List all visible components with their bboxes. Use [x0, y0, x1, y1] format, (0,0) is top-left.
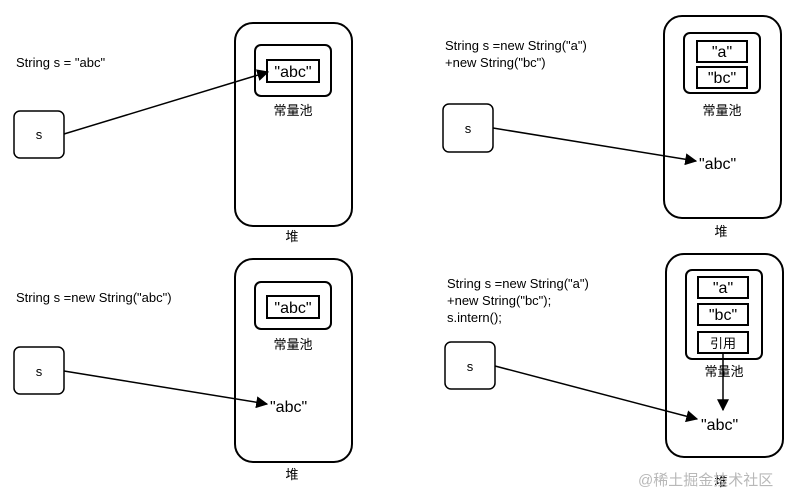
panel-top-left: String s = "abc" s "abc" 常量池 堆	[13, 22, 353, 244]
pool-item	[696, 40, 748, 63]
variable-label: s	[36, 127, 43, 142]
constant-pool-box	[685, 269, 763, 360]
heap-object-label: "abc"	[270, 399, 307, 416]
watermark-text: @稀土掘金技术社区	[638, 472, 773, 489]
constant-pool-box	[683, 32, 761, 94]
heap-object-label: "abc"	[699, 156, 736, 173]
code-line: +new String("bc")	[445, 55, 546, 70]
heap-label: 堆	[714, 474, 727, 489]
heap-box	[665, 253, 784, 458]
pool-item-label: 引用	[710, 336, 736, 351]
panel-bottom-left: String s =new String("abc") s "abc" 常量池 …	[13, 258, 353, 482]
variable-label: s	[36, 364, 43, 379]
pool-item-label: "a"	[712, 44, 732, 61]
code-line: String s = "abc"	[16, 55, 105, 70]
variable-box	[13, 110, 65, 159]
reference-arrow	[63, 69, 270, 135]
pool-item	[696, 66, 748, 89]
heap-label: 堆	[285, 229, 298, 244]
constant-pool-label: 常量池	[704, 364, 743, 379]
code-line: +new String("bc");	[447, 293, 551, 308]
code-line: s.intern();	[447, 310, 502, 325]
heap-object-label: "abc"	[701, 417, 738, 434]
heap-box	[663, 15, 782, 219]
variable-label: s	[467, 359, 474, 374]
code-line: String s =new String("a")	[445, 38, 587, 53]
variable-box	[444, 341, 496, 390]
reference-arrow	[492, 127, 698, 166]
constant-pool-label: 常量池	[273, 103, 312, 118]
panel-top-right: String s =new String("a") +new String("b…	[442, 15, 782, 239]
heap-box	[234, 258, 353, 463]
pool-item	[697, 303, 749, 326]
constant-pool-label: 常量池	[702, 103, 741, 118]
heap-label: 堆	[714, 224, 727, 239]
constant-pool-box	[254, 44, 332, 97]
reference-arrow	[494, 365, 699, 423]
code-line: String s =new String("a")	[447, 276, 589, 291]
reference-arrow	[63, 370, 269, 409]
constant-pool-box	[254, 281, 332, 330]
variable-label: s	[465, 121, 472, 136]
pool-item-label: "bc"	[708, 70, 736, 87]
constant-pool-label: 常量池	[273, 337, 312, 352]
variable-box	[13, 346, 65, 395]
panel-bottom-right: String s =new String("a") +new String("b…	[444, 253, 784, 489]
pool-item	[266, 295, 320, 319]
heap-label: 堆	[285, 467, 298, 482]
heap-box	[234, 22, 353, 227]
pool-item-label: "a"	[713, 280, 733, 297]
pool-item-label: "bc"	[709, 307, 737, 324]
pool-item-label: "abc"	[274, 64, 311, 81]
code-line: String s =new String("abc")	[16, 290, 172, 305]
pool-item-label: "abc"	[274, 300, 311, 317]
pool-item	[697, 276, 749, 299]
